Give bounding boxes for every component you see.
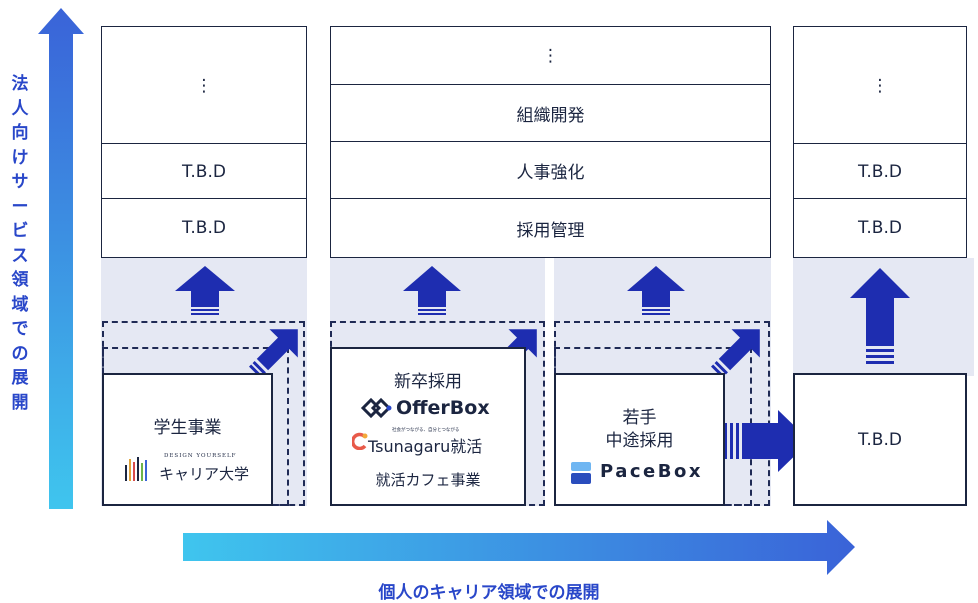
service-young-midcareer-recruiting: 若手 中途採用 PaceBox — [554, 373, 725, 506]
vertical-axis-arrow — [38, 8, 84, 509]
service-young-title-line2: 中途採用 — [605, 431, 674, 451]
service-new-graduate-recruiting: 新卒採用 OfferBox 社会がつながる、自分とつながる Tsunagaru就… — [330, 347, 526, 506]
service-student-title: 学生事業 — [153, 418, 222, 438]
column4-stack-tbd-upper: T.B.D — [793, 143, 967, 200]
column1-stack-more: ⋮ — [101, 26, 307, 145]
column1-up-arrow — [175, 266, 235, 315]
column1-stack-tbd-lower: T.B.D — [101, 198, 307, 258]
tsunagaru-logo-icon — [352, 432, 368, 450]
pacebox-logo-text: PaceBox — [600, 461, 703, 482]
column4-up-arrow — [850, 268, 910, 364]
service-student-business: 学生事業 DESIGN YOURSELF キャリア大学 — [102, 373, 273, 506]
offerbox-logo-text: OfferBox — [396, 397, 490, 419]
column2-stack-recruitment-management: 採用管理 — [330, 198, 771, 258]
service-tbd-label: T.B.D — [858, 429, 902, 450]
column3-up-arrow — [627, 266, 685, 315]
service-tbd: T.B.D — [793, 373, 967, 506]
horizontal-axis-label: 個人のキャリア領域での展開 — [378, 583, 600, 603]
column4-stack-more: ⋮ — [793, 26, 967, 145]
tsunagaru-logo-text: Tsunagaru就活 — [368, 437, 483, 456]
career-university-logo-icon — [125, 457, 147, 481]
column2-stack-org-development: 組織開発 — [330, 84, 771, 143]
column2-up-arrow — [403, 266, 461, 315]
career-university-name: キャリア大学 — [159, 465, 250, 483]
vertical-axis-label: 法人向けサービス領域での展開 — [9, 72, 31, 415]
tsunagaru-tagline: 社会がつながる、自分とつながる — [392, 428, 460, 433]
service-new-graduate-title: 新卒採用 — [394, 372, 462, 392]
column4-stack-tbd-lower: T.B.D — [793, 198, 967, 258]
pacebox-logo-icon — [571, 462, 591, 484]
column2-stack-hr-strengthening: 人事強化 — [330, 141, 771, 200]
service-young-title-line1: 若手 — [622, 408, 657, 428]
service-cafe-subtitle: 就活カフェ事業 — [375, 471, 481, 489]
offerbox-logo-icon — [360, 397, 392, 419]
horizontal-axis-arrow — [183, 520, 855, 575]
career-university-tagline: DESIGN YOURSELF — [164, 453, 237, 459]
vertical-axis-label-text: 法人向けサービス領域での展開 — [11, 74, 29, 413]
column2-stack-more: ⋮ — [330, 26, 771, 86]
